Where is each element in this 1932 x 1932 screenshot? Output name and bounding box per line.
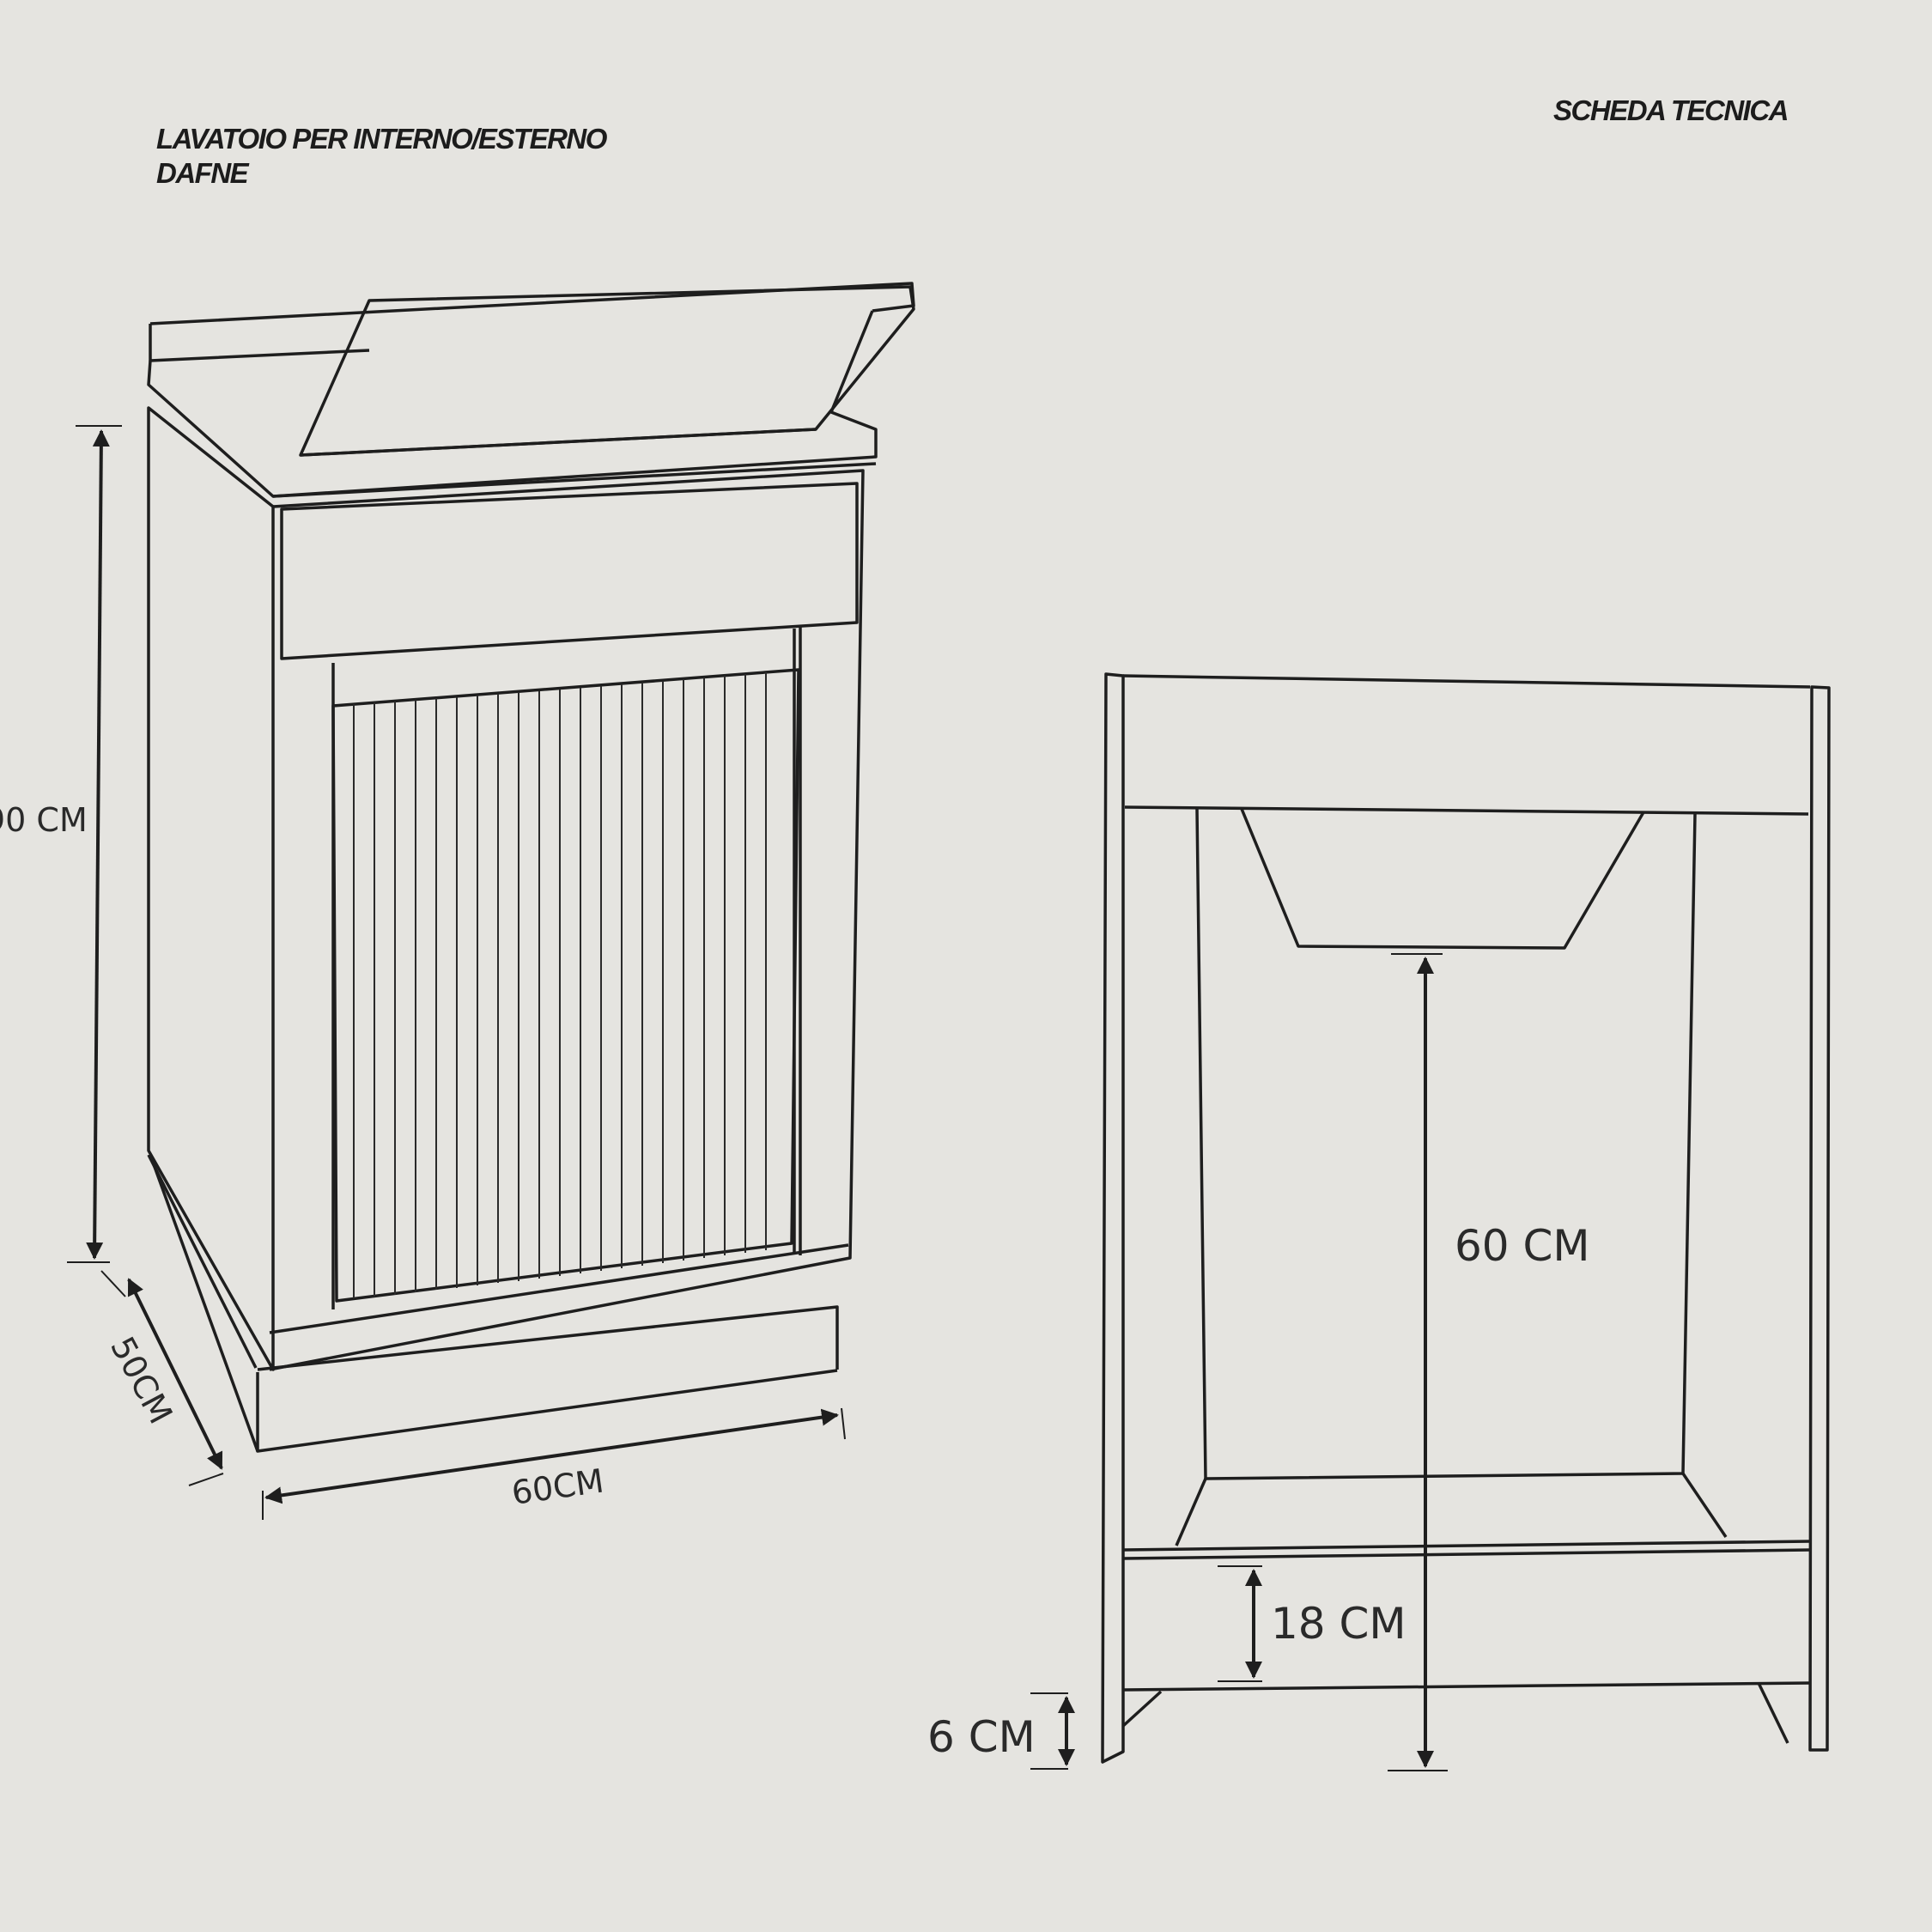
plinth <box>269 1243 849 1334</box>
plinth-dimension <box>1218 1565 1262 1682</box>
depth-dimension <box>100 1270 224 1486</box>
tub-depth-dimension <box>1388 953 1448 1771</box>
door <box>331 668 800 1303</box>
product-title-line1: LAVATOIO PER INTERNO/ESTERNO <box>156 123 607 155</box>
tub-depth-label: 60 CM <box>1455 1221 1590 1271</box>
inner-frame <box>1195 808 1697 1480</box>
tub <box>1240 808 1645 950</box>
top-rail <box>1122 674 1811 689</box>
cabinet-front <box>269 469 865 1371</box>
product-title: LAVATOIO PER INTERNO/ESTERNO DAFNE <box>156 122 607 191</box>
cabinet-side <box>147 406 275 1371</box>
perspective-cabinet <box>147 282 915 1453</box>
feet-label: 6 CM <box>927 1712 1036 1762</box>
width-label: 60CM <box>509 1461 606 1512</box>
plinth-bottom <box>1122 1681 1811 1692</box>
door-slats <box>353 672 767 1298</box>
drawer <box>280 482 859 660</box>
plinth-label: 18 CM <box>1271 1599 1406 1649</box>
width-dimension <box>262 1407 846 1520</box>
height-dimension <box>67 425 122 1263</box>
front-section-cabinet <box>1101 672 1831 1764</box>
bottom-shelf <box>1122 1540 1811 1552</box>
depth-label: 50CM <box>103 1331 179 1431</box>
lid <box>299 285 915 457</box>
feet-dimension <box>1030 1692 1075 1770</box>
left-post <box>1101 672 1125 1764</box>
height-label: 90 CM <box>0 801 88 839</box>
sheet-title: SCHEDA TECNICA <box>1553 94 1789 126</box>
product-title-line2: DAFNE <box>156 157 249 189</box>
